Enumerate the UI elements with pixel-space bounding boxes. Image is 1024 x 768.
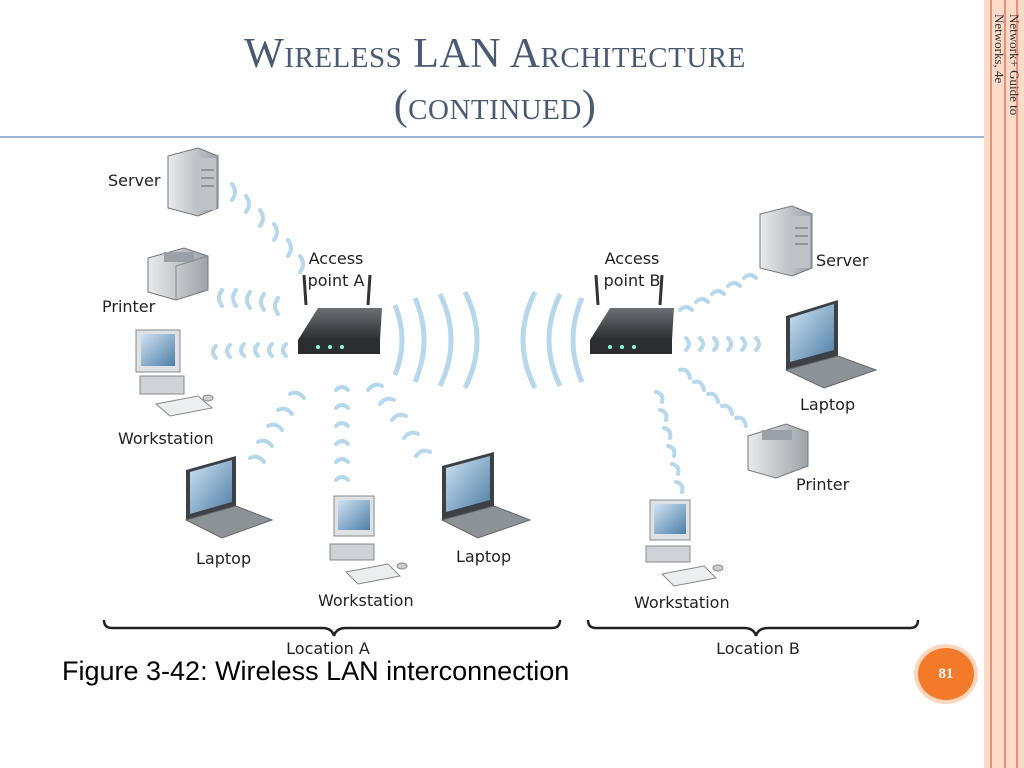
access-point-a-label-line2: point A [308, 271, 365, 290]
slide-number-badge: 81 [918, 648, 974, 700]
server-b-label: Server [816, 251, 869, 270]
location-b-brace [586, 619, 920, 637]
access-point-b-label-line2: point B [604, 271, 661, 290]
location-b-label: Location B [716, 639, 800, 658]
access-point-a-icon [298, 274, 382, 354]
right-border-line [990, 0, 992, 768]
slide-title-line1: Wireless LAN Architecture [244, 31, 746, 77]
server-b-icon [759, 205, 813, 277]
signal-waves-a [211, 182, 432, 482]
access-point-b-icon [590, 274, 674, 354]
workstation-a-label: Workstation [118, 429, 214, 448]
signal-waves-b [654, 273, 761, 494]
figure-caption: Figure 3-42: Wireless LAN interconnectio… [62, 656, 570, 686]
laptop-a1-icon [184, 456, 274, 539]
laptop-a1-label: Laptop [196, 549, 251, 568]
workstation-a2-label: Workstation [318, 591, 414, 610]
location-a-brace [102, 619, 562, 637]
access-point-b-label-line1: Access [605, 249, 660, 268]
title-rule [0, 136, 984, 138]
workstation-a-icon [135, 329, 214, 417]
slide-title: Wireless LAN Architecture (continued) [90, 28, 900, 132]
laptop-a2-label: Laptop [456, 547, 511, 566]
workstation-b-label: Workstation [634, 593, 730, 612]
slide-title-line2: (continued) [393, 83, 597, 129]
laptop-b-icon [784, 300, 878, 389]
workstation-b-icon [645, 499, 724, 587]
server-a-label: Server [108, 171, 161, 190]
laptop-a2-icon [440, 452, 532, 539]
signal-waves-link [392, 290, 585, 390]
workstation-a2-icon [329, 495, 408, 585]
wireless-lan-diagram: Access point A Access point B Server Pri… [102, 147, 920, 658]
printer-b-icon [747, 423, 809, 479]
printer-b-label: Printer [796, 475, 850, 494]
side-caption: Network+ Guide to Networks, 4e [992, 14, 1022, 116]
printer-a-icon [147, 247, 209, 301]
printer-a-label: Printer [102, 297, 156, 316]
location-a-label: Location A [286, 639, 370, 658]
right-border-line [1016, 0, 1018, 768]
right-border-line [1004, 0, 1006, 768]
laptop-b-label: Laptop [800, 395, 855, 414]
access-point-a-label-line1: Access [309, 249, 364, 268]
server-a-icon [167, 147, 219, 217]
